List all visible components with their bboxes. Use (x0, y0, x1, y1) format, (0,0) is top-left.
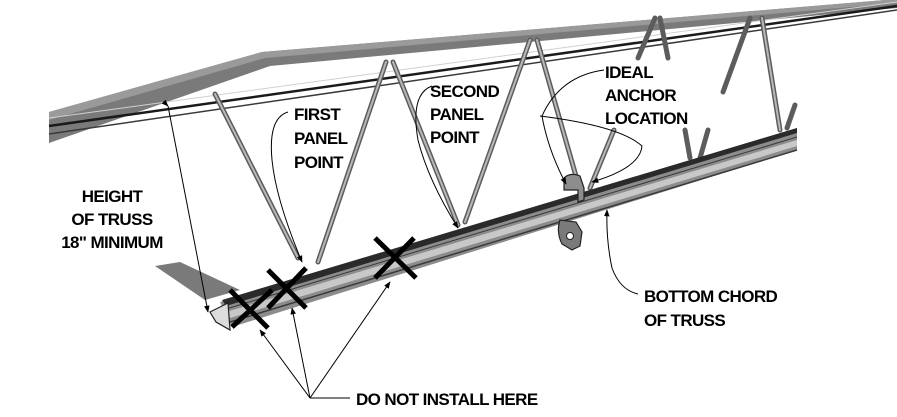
top-chord (48, 0, 897, 143)
label-line: IDEAL (605, 63, 653, 82)
label-line: BOTTOM CHORD (644, 287, 778, 306)
label-line: OF TRUSS (644, 311, 725, 330)
label-line: POINT (430, 128, 480, 147)
height-pointer-wedge (155, 262, 240, 300)
label-line: PANEL (294, 129, 348, 148)
label-line: FIRST (294, 105, 341, 124)
label-do-not-install-here: DO NOT INSTALL HERE (356, 390, 538, 409)
label-line: POINT (294, 153, 344, 172)
label-second-panel-point: SECOND PANEL POINT (430, 82, 500, 147)
label-height-of-truss: HEIGHT OF TRUSS 18" MINIMUM (61, 187, 164, 252)
leader-bottom-chord (603, 209, 639, 295)
anchor-bracket (557, 173, 585, 251)
leader-height-of-truss (161, 99, 210, 313)
label-bottom-chord-of-truss: BOTTOM CHORD OF TRUSS (644, 287, 778, 330)
label-first-panel-point: FIRST PANEL POINT (294, 105, 348, 172)
label-line: ANCHOR (605, 86, 676, 105)
x-mark-3 (373, 236, 418, 280)
leader-first-panel-point (270, 111, 303, 263)
web-members (212, 15, 798, 265)
label-line: SECOND (430, 82, 499, 101)
label-line: PANEL (430, 105, 484, 124)
leader-ideal-anchor-b (539, 115, 643, 183)
leader-second-panel-point (415, 85, 459, 229)
leader-do-not-install (259, 281, 391, 399)
label-ideal-anchor-location: IDEAL ANCHOR LOCATION (605, 63, 689, 128)
bottom-chord (155, 128, 798, 332)
x-mark-2 (266, 266, 308, 310)
x-mark-1 (228, 288, 274, 330)
label-line: LOCATION (605, 109, 688, 128)
label-line: OF TRUSS (71, 210, 152, 229)
label-line: 18" MINIMUM (61, 233, 163, 252)
label-line: HEIGHT (82, 187, 144, 206)
